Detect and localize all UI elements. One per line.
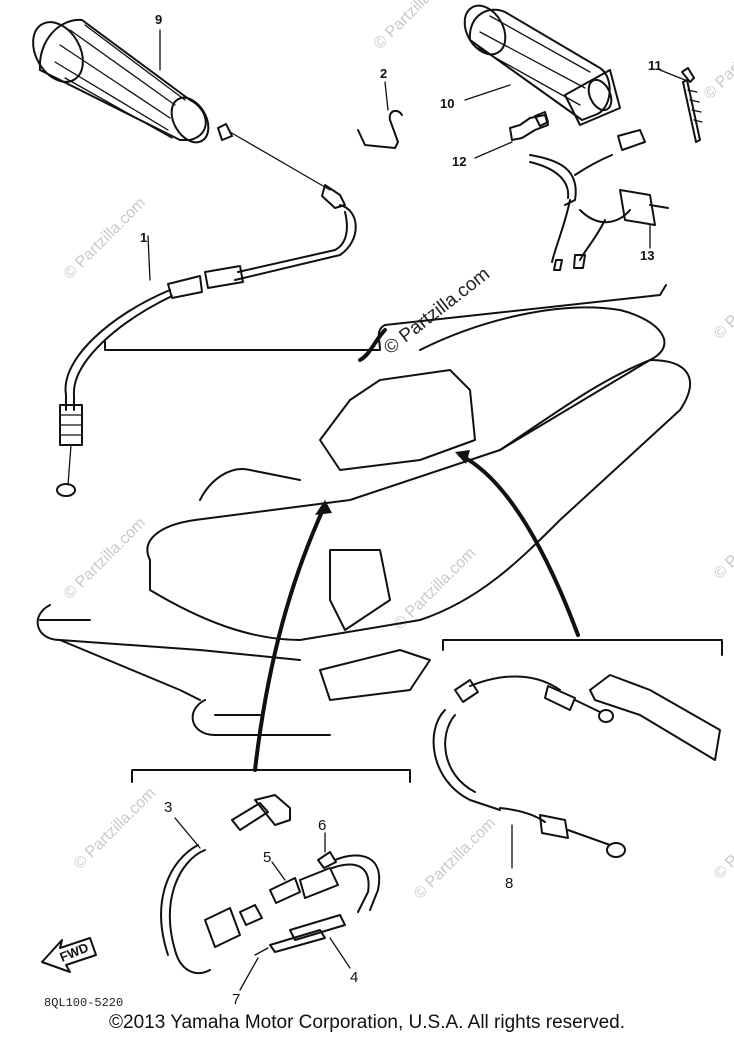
callout-numbers: 9 2 10 11 12 13 1 3 6 5 4 7 8: [140, 12, 662, 1008]
watermark: © Partzilla.com: [371, 0, 459, 53]
copyright-notice: ©2013 Yamaha Motor Corporation, U.S.A. A…: [109, 1012, 625, 1033]
throttle-cable: [56, 123, 357, 497]
callout-3: 3: [164, 799, 172, 816]
leader-lines: [159, 29, 686, 991]
switch-13: [529, 129, 669, 271]
watermark: © Partzilla.com: [711, 495, 734, 583]
callout-11: 11: [648, 58, 662, 73]
lower-left-bracket: [131, 769, 411, 783]
right-grip: [463, 4, 621, 126]
watermark-center: © Partzilla.com: [380, 264, 494, 359]
callout-7: 7: [232, 991, 240, 1008]
choke-cable-3: [160, 794, 291, 975]
watermark: © Partzilla.com: [61, 195, 149, 283]
callout-1: 1: [140, 230, 147, 245]
callout-5: 5: [263, 849, 271, 866]
fwd-arrow: FWD: [41, 937, 97, 973]
watermark: © Partzilla.com: [71, 785, 159, 873]
callout-13: 13: [640, 248, 654, 263]
callout-8: 8: [505, 875, 513, 892]
watermark: © Partzilla.com: [411, 815, 499, 903]
callout-6: 6: [318, 817, 326, 834]
connector-12: [509, 111, 549, 141]
fwd-label: FWD: [58, 940, 91, 965]
watermark: © Partzilla.com: [711, 795, 734, 883]
callout-10: 10: [440, 96, 454, 111]
pointer-arrows: [253, 328, 580, 772]
parts-5-6: [269, 851, 381, 913]
watermark: © Partzilla.com: [701, 15, 734, 103]
callout-12: 12: [452, 154, 466, 169]
watermark: © Partzilla.com: [61, 515, 149, 603]
watermark: © Partzilla.com: [711, 255, 734, 343]
clip-2: [357, 109, 403, 149]
watermark-layer: © Partzilla.com © Partzilla.com © Partzi…: [61, 0, 734, 903]
callout-4: 4: [350, 969, 358, 986]
drawing-code: 8QL100-5220: [44, 996, 123, 1010]
callout-2: 2: [380, 66, 387, 81]
left-grip: [32, 18, 210, 144]
band-11: [681, 67, 703, 143]
brake-cable-8: [432, 674, 721, 869]
parts-4-7: [254, 914, 346, 956]
watermark: © Partzilla.com: [391, 545, 479, 633]
lower-right-bracket: [442, 639, 723, 656]
callout-9: 9: [155, 12, 162, 27]
snowmobile-body: [36, 306, 691, 736]
